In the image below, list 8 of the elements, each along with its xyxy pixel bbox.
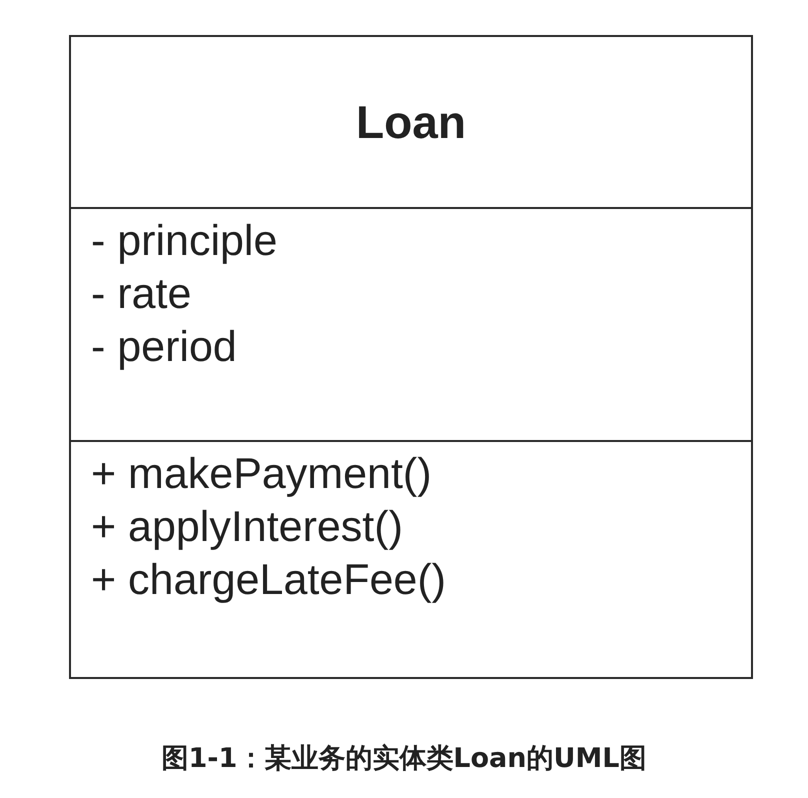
class-name: Loan	[356, 96, 466, 148]
attribute-text: - principle	[91, 216, 278, 267]
method-text: + makePayment()	[91, 449, 432, 500]
method-text: + chargeLateFee()	[91, 555, 446, 606]
attribute-text: - rate	[91, 269, 192, 320]
method-text: + applyInterest()	[91, 502, 403, 553]
figure-caption: 图1-1：某业务的实体类Loan的UML图	[162, 742, 646, 776]
attribute-text: - period	[91, 322, 237, 373]
